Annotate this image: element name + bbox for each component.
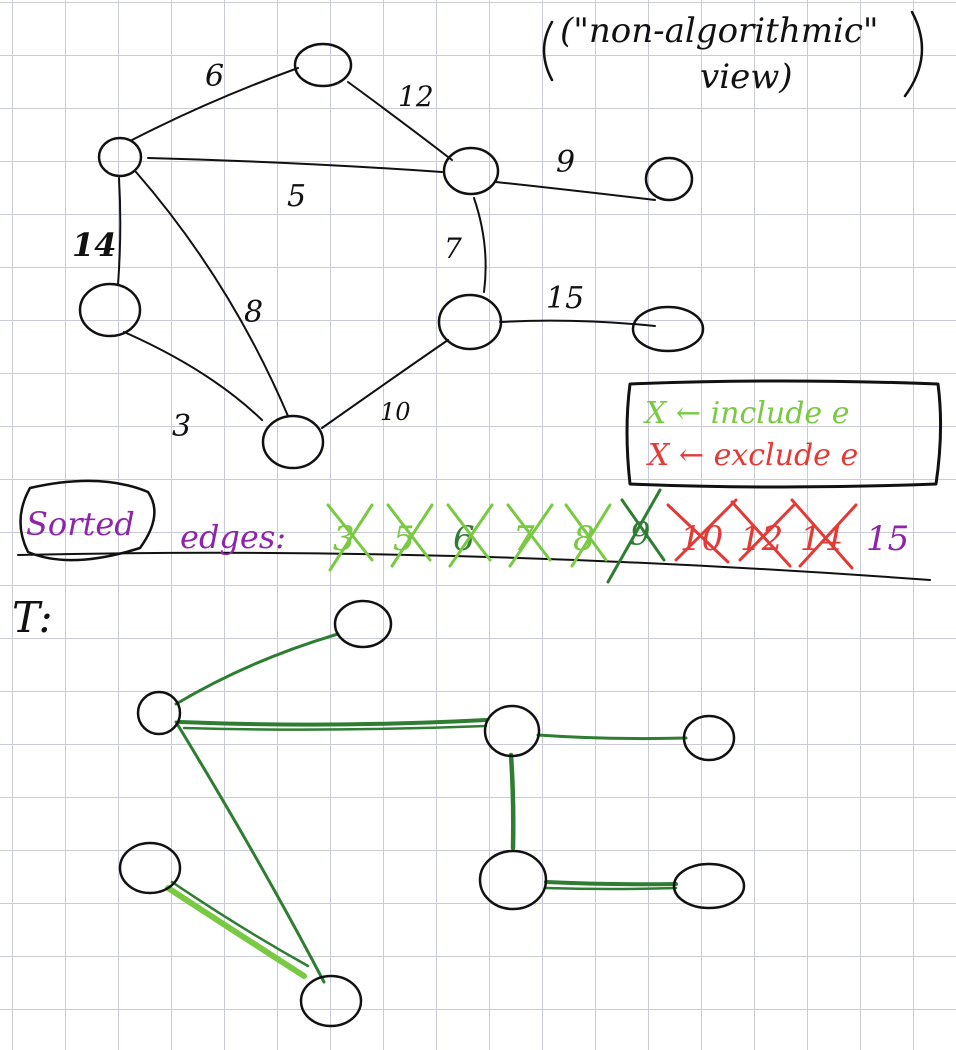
graph-node [644, 156, 694, 202]
edge-weight: 14 [72, 226, 117, 264]
graph-node [78, 282, 142, 338]
graph-node [261, 414, 325, 470]
sorted-edge-included: 7 [513, 519, 535, 559]
tree-edge [544, 886, 678, 891]
exclude-marks [666, 498, 858, 570]
sorted-edge-included: 5 [393, 519, 415, 559]
open-paren [542, 20, 554, 82]
tree-edge [170, 880, 310, 968]
tree-edge [508, 752, 516, 851]
sorted-edge-included: 8 [573, 519, 595, 559]
sorted-label-rest: edges: [180, 518, 286, 556]
edge-weight: 7 [444, 232, 462, 265]
edge-c-g [495, 181, 656, 201]
exclude-mark [730, 500, 796, 568]
tree-edge [165, 885, 307, 979]
weighted-graph: 6 12 5 9 14 7 8 15 3 10 [72, 42, 705, 470]
edge-weight: 12 [398, 80, 434, 113]
graph-node [631, 305, 705, 353]
tree-nodes [118, 599, 746, 1028]
sorted-edges-row: Sorted edges: 3 5 6 7 8 9 10 12 14 15 [17, 479, 931, 584]
edge-weight-labels: 6 12 5 9 14 7 8 15 3 10 [72, 59, 584, 444]
tree-edge [182, 724, 488, 731]
sorted-edge-included: 9 [630, 515, 650, 553]
tree-edge [544, 880, 678, 887]
graph-nodes [78, 42, 705, 470]
graph-edges [117, 67, 656, 429]
include-marks [326, 488, 666, 584]
exclude-mark [790, 498, 858, 570]
tree-node [118, 841, 182, 895]
edge-c-e [473, 197, 487, 293]
close-paren [903, 10, 924, 98]
edge-weight: 3 [172, 409, 191, 444]
include-mark [446, 503, 494, 568]
exclude-mark [666, 498, 738, 564]
include-mark [506, 503, 554, 568]
include-mark [606, 488, 666, 584]
edge-weight: 10 [380, 398, 411, 426]
sorted-underline [17, 551, 931, 581]
edge-a-c [147, 157, 443, 173]
tree-node [483, 704, 541, 758]
graph-node [437, 293, 503, 351]
include-mark [386, 503, 434, 568]
edge-f-e [321, 339, 449, 429]
graph-node [97, 136, 143, 178]
tree-node [478, 849, 548, 911]
view-note-line2: view) [700, 57, 793, 97]
edge-weight: 6 [205, 59, 224, 94]
edge-d-f [123, 331, 263, 421]
tree-edges [165, 632, 688, 984]
graph-node [442, 146, 500, 196]
tree-node [136, 690, 182, 736]
tree-node [672, 862, 746, 910]
include-mark [564, 503, 612, 568]
edge-weight: 8 [244, 295, 263, 330]
edge-a-d [117, 177, 122, 286]
tree-edge [174, 720, 326, 984]
spanning-tree: T: [12, 593, 746, 1028]
tree-node [333, 599, 393, 649]
tree-edge [174, 632, 340, 706]
tree-edge [536, 733, 688, 741]
edge-b-c [347, 81, 453, 161]
edge-weight: 9 [556, 145, 575, 180]
tree-label: T: [12, 593, 53, 642]
edge-a-f [135, 171, 289, 417]
sorted-edge-included: 3 [333, 519, 355, 559]
edge-a-b [131, 67, 299, 141]
edge-e-h [499, 319, 656, 327]
sorted-edge-pending: 15 [866, 519, 909, 559]
legend-exclude: X ← exclude e [646, 438, 858, 473]
tree-node [299, 974, 363, 1028]
sorted-circle [19, 479, 156, 562]
sorted-label: Sorted [26, 505, 135, 543]
edge-weight: 15 [546, 281, 584, 316]
view-note: ("non-algorithmic" view) [542, 10, 924, 98]
legend-box: X ← include e X ← exclude e [625, 379, 943, 489]
view-note-line1: ("non-algorithmic" [560, 11, 879, 51]
edge-weight: 5 [287, 179, 306, 214]
legend-border [625, 379, 943, 489]
tree-edge [178, 718, 488, 727]
legend-include: X ← include e [643, 396, 849, 431]
graph-node [293, 42, 353, 88]
tree-node [682, 714, 736, 762]
include-mark [326, 503, 374, 572]
sorted-edge-included: 6 [453, 519, 475, 559]
